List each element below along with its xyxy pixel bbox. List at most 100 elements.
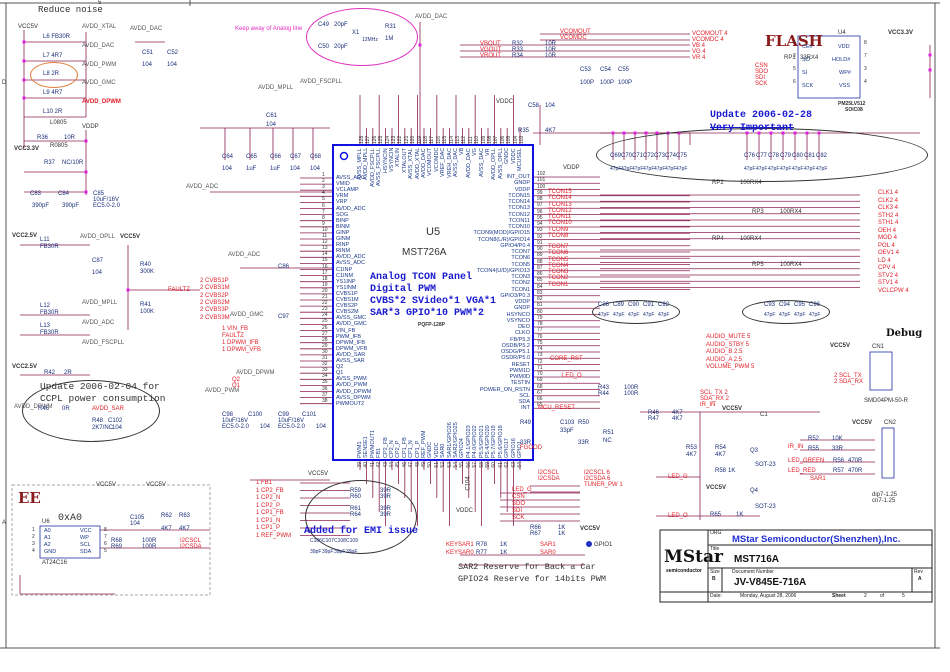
tcon-cap-value: 47pF [598, 312, 610, 318]
c99-value: 10uF/16V [278, 418, 305, 424]
u5-pin-label: HSYNCIN [382, 148, 389, 173]
c105-ref: C105 [130, 515, 145, 521]
u5-pin-number: 102 [537, 171, 546, 177]
u4-part: PM25LV512 [838, 101, 866, 107]
u5-pin-label: FB1 [376, 447, 383, 458]
c102-ref: C102 [108, 418, 123, 424]
video-input-port: 2 CVBS2M [200, 299, 230, 306]
u5-pin-label: TESTIN [510, 380, 530, 387]
u5-pin-label: AVSS_GMC [336, 315, 367, 322]
tcon-cap-value: 47pF [610, 166, 622, 172]
cn2-part-a: dip7-1.25 [872, 492, 898, 498]
tcon-cap-ref: C73 [654, 153, 666, 159]
r54-ref: R54 [715, 445, 727, 451]
port-tuner-pw: TUNER_PW 1 [584, 482, 623, 488]
u5-pin-number: 8 [322, 214, 325, 221]
u5-pin-label: GPIO4/P0.4 [500, 242, 530, 249]
tcon-cap-value: 47pF [792, 166, 804, 172]
u5-pin-number: 50 [427, 462, 434, 468]
u4-pin-sck: SCK [802, 83, 814, 89]
net-sck: SCK [755, 81, 768, 87]
r69-value: 100R [142, 544, 157, 550]
u5-pin-label: AVDD_ADC [336, 205, 366, 212]
vcc5v-bottom: VCC5V [308, 471, 329, 477]
panel-port: CLK2 4 [878, 197, 899, 204]
u5-pin-label: P5.7/GPIO19 [491, 425, 498, 458]
r46-value: 4K7 [672, 410, 683, 416]
u5-pin-number: 22 [322, 300, 328, 307]
u6-pin-number: 4 [32, 548, 35, 554]
c61-ref: C61 [266, 113, 278, 119]
u5-pin-number: 9 [322, 220, 325, 227]
u6-part: AT24C16 [42, 560, 67, 566]
u5-pin-label: C1INM [336, 272, 354, 279]
r48-ref: R48 [92, 418, 104, 424]
c55-value: 100P [618, 80, 633, 86]
u5-pin-number: 61 [497, 462, 504, 468]
port-i2csda: I2CSDA 6 [584, 476, 611, 482]
r77-value: 1K [500, 550, 508, 556]
tcon-cap-ref: C72 [643, 153, 655, 159]
note-reduce-noise: Reduce noise [38, 5, 103, 15]
tcon-cap-value: 47pF [744, 166, 756, 172]
emi-cap-ref: C107 [322, 538, 334, 544]
port-vb: VB 4 [692, 43, 706, 49]
u5-pin-label: VRM [336, 193, 349, 200]
u5-pin-label: INT [521, 405, 530, 412]
u5-pin-label: AVSS_FSCPLL [376, 148, 383, 187]
u5-pin-number: 97 [537, 202, 543, 209]
gpio1-label: GPIO1 [594, 542, 613, 548]
junction-dot [644, 131, 648, 135]
u5-pin-label: TCON7 [511, 249, 530, 255]
u5-pin-number: 69 [537, 377, 543, 384]
pwm-feedback-port: 1 DPWM_VFB [222, 347, 262, 353]
tcon-cap-ref: C88 [598, 302, 610, 308]
cn1-ref: CN1 [872, 344, 885, 350]
u5-pin-number: 90 [537, 246, 543, 252]
date-value: Monday, August 28, 2006 [740, 593, 797, 599]
u5-pin-label: VDDC [433, 442, 440, 458]
junction-dot [84, 190, 88, 194]
ellipse-caps-2 [592, 300, 680, 324]
u5-pin-number: 67 [537, 389, 543, 396]
junction-dot [22, 78, 26, 82]
u5-pin-label: CP1_P [414, 440, 421, 458]
c66-ref: C66 [270, 154, 282, 160]
u5-pin-number: 63 [510, 462, 517, 468]
r47-value: 4K7 [672, 416, 683, 422]
net-tcon: TCON8 [548, 232, 569, 239]
u5-pin-label: Q2 [336, 364, 344, 371]
mstar-logo: MStar [664, 547, 723, 567]
rpack-ref: RP5 [752, 262, 764, 268]
u5-pin-label: RINM [336, 248, 351, 255]
u5-pin-number: 40 [363, 462, 370, 468]
net-mcu-reset: MCU_RESET [538, 405, 576, 411]
c87-value: 104 [92, 270, 103, 276]
u5-pin-label: VCLAMP [336, 187, 359, 194]
u5-pin-number: 45 [395, 462, 402, 468]
c84-value: 390pF [62, 203, 80, 209]
net-core-rst: CORE_RST [550, 356, 583, 362]
junction-dot [928, 53, 932, 57]
u5-pin-number: 13 [322, 245, 328, 252]
r34-ref: R34 [512, 53, 524, 59]
sheet-label: Sheet [832, 593, 846, 599]
net-led-green: LED_GREEN [788, 458, 825, 464]
u5-pin-number: 64 [517, 462, 523, 468]
avdd-dpwm-label-3: AVDD_DPWM [236, 370, 275, 376]
u5-pin-number: 28 [322, 336, 328, 343]
tcon-cap-value: 47pF [794, 312, 806, 318]
c53-value: 100P [580, 80, 595, 86]
tcon-cap-value: 47pF [621, 166, 633, 172]
net-fgood: FGOOD [520, 445, 542, 451]
avdd-pwm-label: AVDD_PWM [82, 62, 117, 68]
junction-dot [418, 43, 422, 47]
u4-pin-hold: HOLD# [832, 57, 851, 63]
mstar-logo-sub: semiconductor [666, 568, 702, 574]
pwm-port: 1 CP2_FB [256, 487, 284, 494]
u5-pin-label: PWM0D [509, 374, 530, 380]
panel-port: MOD 4 [878, 235, 898, 241]
emi-cap-ref: C109 [346, 538, 358, 544]
u5-pin-number: 20 [322, 287, 328, 294]
tcon-cap-ref: C70 [621, 153, 633, 159]
